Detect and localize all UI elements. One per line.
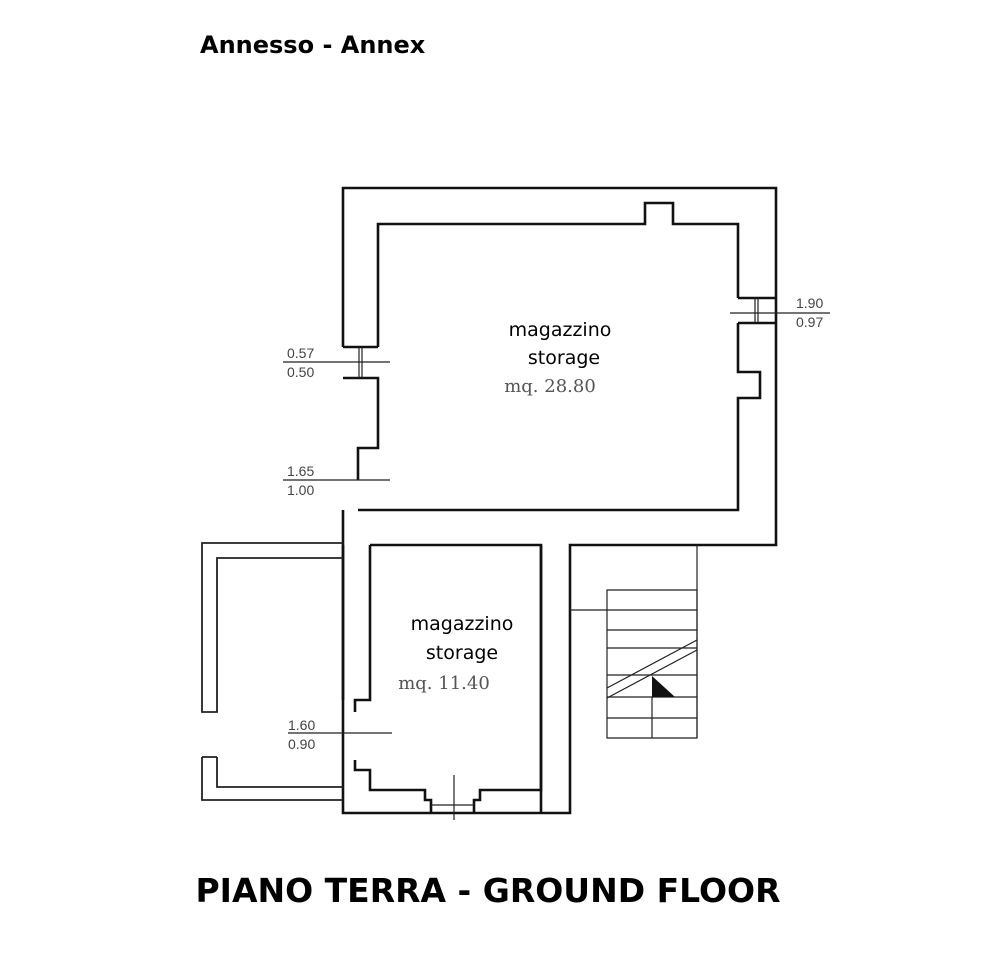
svg-text:1.00: 1.00	[287, 482, 314, 498]
opening-2: 1.90 0.97	[796, 295, 823, 330]
opening-0: 0.57 0.50	[287, 345, 314, 380]
room-lower-storage: magazzino storage mq. 11.40	[398, 613, 513, 694]
svg-text:mq. 28.80: mq. 28.80	[504, 376, 596, 397]
svg-text:0.50: 0.50	[287, 364, 314, 380]
porch-walls	[201, 542, 343, 801]
opening-3: 1.60 0.90	[288, 717, 315, 752]
annex-title: Annesso - Annex	[200, 31, 426, 59]
upper-storage-walls	[341, 186, 778, 815]
svg-text:1.65: 1.65	[287, 463, 314, 479]
svg-text:0.90: 0.90	[288, 736, 315, 752]
floor-title: PIANO TERRA - GROUND FLOOR	[195, 871, 780, 910]
svg-text:magazzino: magazzino	[411, 613, 514, 635]
svg-text:1.90: 1.90	[796, 295, 823, 311]
dimension-lines	[283, 312, 830, 734]
opening-1: 1.65 1.00	[287, 463, 314, 498]
staircase	[570, 545, 698, 739]
lower-storage-walls	[341, 543, 543, 820]
svg-text:1.60: 1.60	[288, 717, 315, 733]
svg-text:storage: storage	[426, 642, 498, 664]
svg-text:storage: storage	[528, 347, 600, 369]
svg-text:0.97: 0.97	[796, 314, 823, 330]
room-upper-storage: magazzino storage mq. 28.80	[504, 319, 611, 397]
svg-text:0.57: 0.57	[287, 345, 314, 361]
svg-text:mq. 11.40: mq. 11.40	[398, 673, 490, 694]
svg-text:magazzino: magazzino	[509, 319, 612, 341]
